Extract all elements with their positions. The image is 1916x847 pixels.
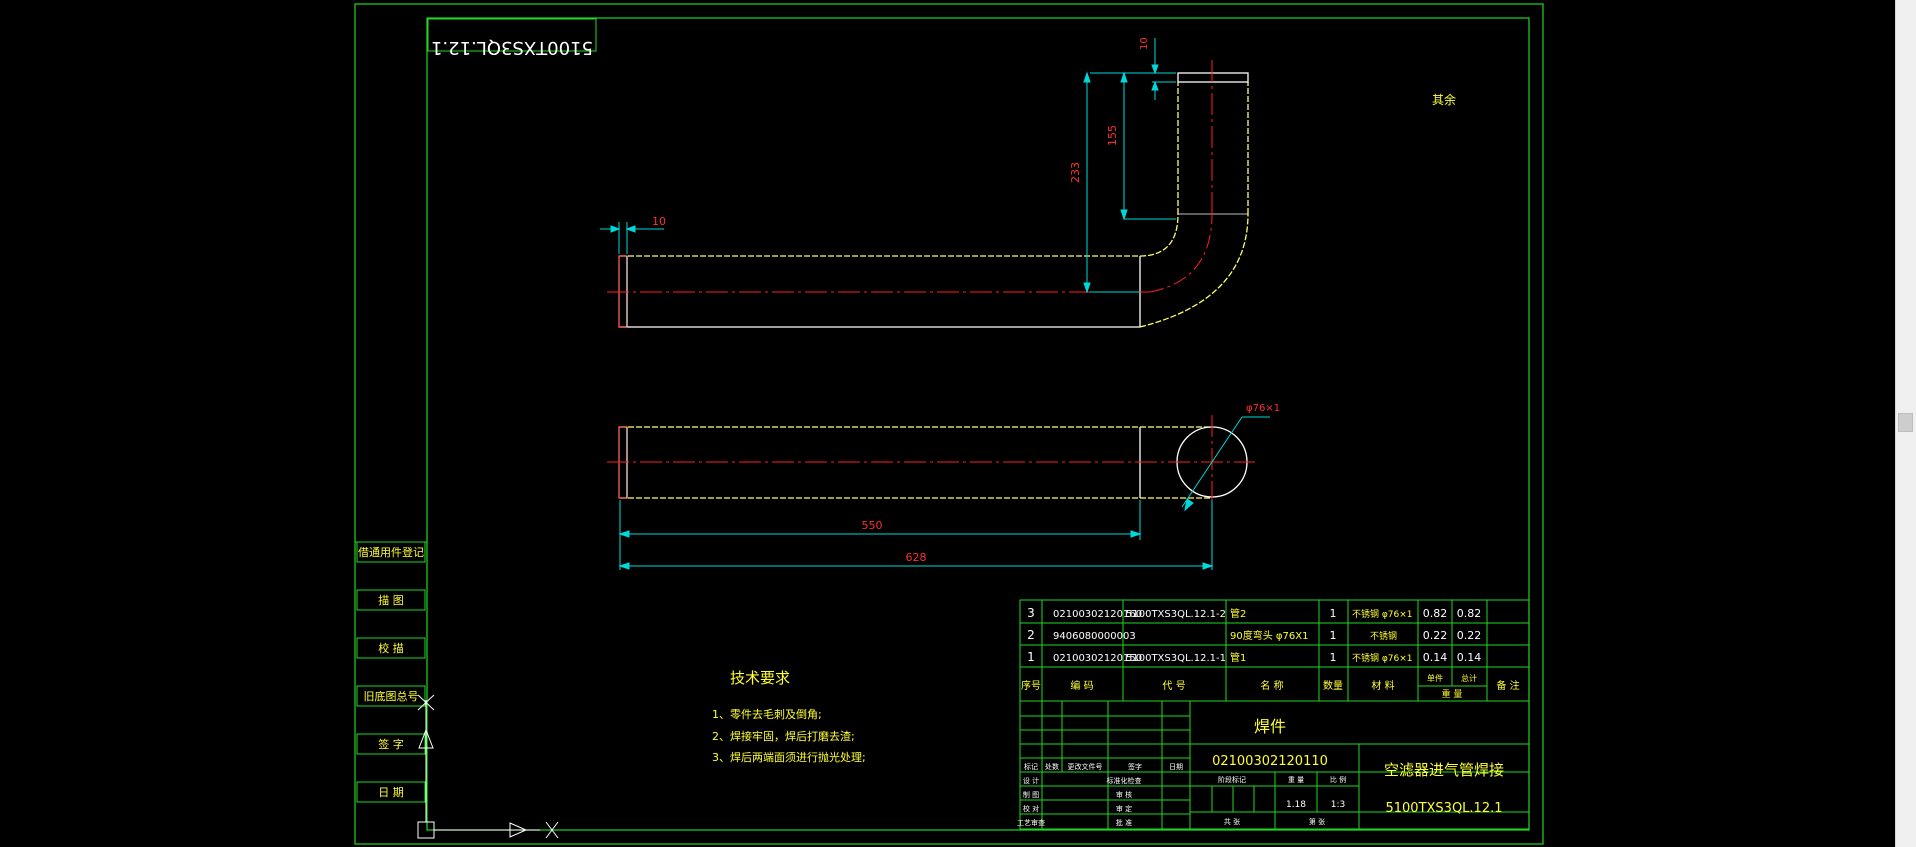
tb-approve: 审 定 — [1116, 804, 1132, 813]
bom-row-2-name: 管1 — [1230, 651, 1246, 664]
dimensions-bottom — [618, 416, 1270, 570]
bom-row-0-no: 3 — [1027, 606, 1035, 620]
bom-h-name: 名 称 — [1260, 679, 1283, 692]
tb-sheet-total: 共 张 — [1224, 817, 1240, 826]
ucs-icon — [417, 694, 559, 839]
bom-row-0-code: 02100302120160 — [1053, 609, 1142, 620]
rotated-code-box: 5100TXS3QL.12.1 — [427, 18, 597, 58]
tb-weight: 1.18 — [1286, 800, 1306, 810]
bom-row-2-total: 0.14 — [1457, 651, 1482, 664]
binding-strip — [355, 541, 427, 803]
side-label-4: 签 字 — [378, 737, 404, 751]
dim-155: 155 — [1106, 125, 1119, 146]
dim-233: 233 — [1069, 162, 1082, 183]
tb-part-type: 焊件 — [1254, 717, 1286, 736]
binding-strip-labels: 借通用件登记 描 图 校 描 旧底图总号 签 字 日 期 — [358, 545, 424, 799]
bom-h-dwg: 代 号 — [1162, 680, 1185, 692]
tb-design: 设 计 — [1023, 776, 1039, 785]
bom-h-remark: 备 注 — [1496, 679, 1519, 692]
tb-review: 审 核 — [1116, 790, 1132, 799]
tb-draw: 制 图 — [1023, 790, 1039, 799]
tb-date: 日期 — [1169, 763, 1183, 771]
bom-h-no: 序号 — [1021, 679, 1041, 692]
bom-row-0-dwg: 5100TXS3QL.12.1-2 — [1126, 609, 1226, 620]
bom-h-code: 编 码 — [1070, 679, 1093, 692]
tech-title: 技术要求 — [730, 669, 790, 687]
scrollbar-thumb[interactable] — [1898, 413, 1913, 432]
side-label-1: 描 图 — [378, 593, 404, 607]
tb-std: 标准化检查 — [1107, 776, 1142, 785]
bom-h-unit: 单件 — [1427, 673, 1443, 683]
dimensions-top — [600, 38, 1176, 294]
bom-row-2-unit: 0.14 — [1423, 651, 1448, 664]
title-block-labels: 标记 处数 更改文件号 签字 日期 设 计 制 图 校 对 工艺审查 标准化检查… — [1017, 762, 1346, 827]
bom-row-2-qty: 1 — [1330, 651, 1337, 664]
dimension-labels-top: 10 233 155 10 — [652, 37, 1150, 228]
technical-requirements: 技术要求 1、零件去毛刺及倒角; 2、焊接牢固，焊后打磨去渣; 3、焊后两端面须… — [712, 669, 866, 764]
side-label-2: 校 描 — [378, 641, 404, 655]
tb-part-code: 02100302120110 — [1212, 754, 1328, 769]
bom-row-2-dwg: 5100TXS3QL.12.1-1 — [1126, 653, 1226, 664]
side-label-3: 旧底图总号 — [364, 689, 419, 703]
bom-row-1-total: 0.22 — [1457, 629, 1482, 642]
bom-row-1-unit: 0.22 — [1423, 629, 1448, 642]
tb-sign: 签字 — [1128, 762, 1142, 771]
vertical-scrollbar[interactable] — [1895, 0, 1916, 847]
tb-sheet-no: 第 张 — [1309, 817, 1325, 826]
tb-process: 工艺审查 — [1017, 818, 1045, 827]
dim-10-left: 10 — [652, 215, 666, 228]
tech-item-1: 2、焊接牢固，焊后打磨去渣; — [712, 729, 855, 743]
dim-diameter: φ76×1 — [1246, 403, 1280, 414]
tb-approve2: 批 准 — [1116, 818, 1132, 827]
tech-item-2: 3、焊后两端面须进行抛光处理; — [712, 750, 866, 764]
rotated-code-text: 5100TXS3QL.12.1 — [431, 37, 593, 58]
bom-row-1-qty: 1 — [1330, 629, 1337, 642]
bom-row-1-name: 90度弯头 φ76X1 — [1230, 629, 1308, 642]
tb-check: 校 对 — [1023, 804, 1039, 813]
bom-rows: 3 02100302120160 5100TXS3QL.12.1-2 管2 1 … — [1027, 606, 1481, 664]
bom-h-mat: 材 料 — [1371, 679, 1394, 692]
side-label-0: 借通用件登记 — [358, 545, 424, 559]
dimension-labels-bottom: 550 628 φ76×1 — [862, 403, 1281, 564]
bom-row-0-total: 0.82 — [1457, 607, 1482, 620]
bom-row-1-no: 2 — [1027, 628, 1035, 642]
bom-header: 序号 编 码 代 号 名 称 数量 材 料 单件 总计 重 量 备 注 — [1021, 673, 1520, 700]
bom-row-1-mat: 不锈钢 — [1370, 630, 1397, 642]
bom-row-0-name: 管2 — [1230, 607, 1246, 620]
bom-h-qty: 数量 — [1323, 679, 1343, 692]
tech-item-0: 1、零件去毛刺及倒角; — [712, 708, 822, 721]
bom-h-weight: 重 量 — [1442, 688, 1463, 700]
title-block — [1019, 700, 1530, 830]
bom-row-2-mat: 不锈钢 φ76×1 — [1352, 652, 1413, 664]
dim-10-top: 10 — [1139, 37, 1150, 50]
dim-550: 550 — [862, 519, 883, 532]
tb-stage: 阶段标记 — [1218, 775, 1246, 784]
side-label-5: 日 期 — [378, 786, 404, 799]
tb-part-name: 空滤器进气管焊接 — [1384, 761, 1504, 779]
tb-wt: 重 量 — [1288, 776, 1304, 784]
bom-row-0-qty: 1 — [1330, 607, 1337, 620]
tb-scale: 1:3 — [1331, 800, 1345, 810]
bom-row-2-code: 02100302120150 — [1053, 653, 1142, 664]
bom-row-0-unit: 0.82 — [1423, 607, 1448, 620]
title-block-values: 焊件 02100302120110 空滤器进气管焊接 5100TXS3QL.12… — [1212, 717, 1504, 816]
note-remaining: 其余 — [1432, 92, 1456, 107]
tb-count: 处数 — [1045, 762, 1059, 771]
tb-ratio: 比 例 — [1330, 775, 1346, 784]
tb-change: 更改文件号 — [1068, 762, 1103, 771]
bom-row-0-mat: 不锈钢 φ76×1 — [1352, 608, 1413, 620]
drawing-frame — [354, 3, 1544, 845]
bom-h-total: 总计 — [1461, 673, 1477, 683]
tb-drawing-no: 5100TXS3QL.12.1 — [1385, 801, 1502, 816]
dim-628: 628 — [906, 551, 927, 564]
bom-row-2-no: 1 — [1027, 650, 1035, 664]
bom-row-1-code: 9406080000003 — [1053, 631, 1136, 642]
tb-mark: 标记 — [1024, 762, 1038, 771]
